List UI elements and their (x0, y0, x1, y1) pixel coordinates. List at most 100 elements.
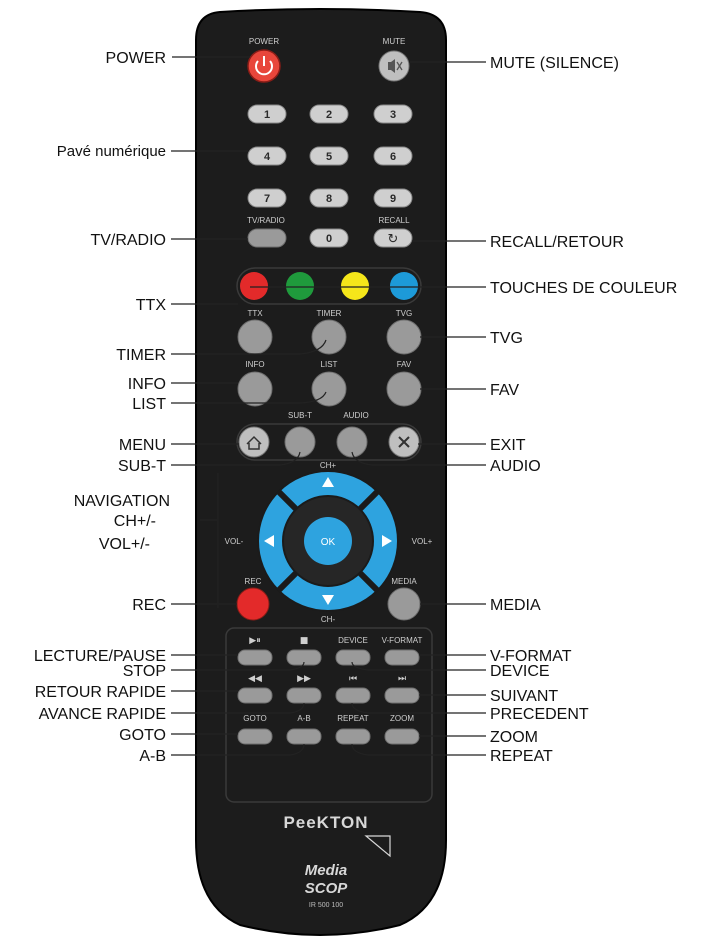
green-key[interactable] (286, 272, 314, 300)
ok-button[interactable]: OK (304, 517, 352, 565)
callout-list: LIST (132, 396, 166, 413)
yellow-key[interactable] (341, 272, 369, 300)
color-keys (236, 267, 422, 305)
number-key-5[interactable]: 5 (309, 146, 349, 166)
callout-v-format: V-FORMAT (490, 648, 572, 665)
sub-t-button[interactable] (284, 426, 316, 458)
callout-navigation-1: NAVIGATION (74, 493, 170, 510)
previous-icon: ⏮ (349, 674, 357, 684)
repeat-button[interactable] (335, 728, 371, 745)
exit-button[interactable] (388, 426, 420, 458)
ttx-label: TTX (247, 309, 263, 318)
stop-button[interactable] (286, 649, 322, 666)
play-pause-icon: ▶⏸ (249, 636, 260, 646)
repeat-label: REPEAT (337, 714, 369, 723)
brand-mark (364, 835, 391, 858)
number-key-0[interactable]: 0 (309, 228, 349, 248)
a-b-button[interactable] (286, 728, 322, 745)
callout-menu: MENU (119, 437, 166, 454)
mute-button[interactable] (378, 50, 410, 82)
callout-device: DEVICE (490, 663, 550, 680)
model-number: IR 500 100 (309, 902, 343, 909)
number-key-6[interactable]: 6 (373, 146, 413, 166)
recall-button[interactable]: ↻ (373, 228, 413, 248)
callout-repeat: REPEAT (490, 748, 553, 765)
tvg-label: TVG (396, 309, 412, 318)
info-button[interactable] (237, 371, 273, 407)
timer-button[interactable] (311, 319, 347, 355)
number-key-9[interactable]: 9 (373, 188, 413, 208)
callout-tv-radio: TV/RADIO (90, 232, 166, 249)
number-key-4[interactable]: 4 (247, 146, 287, 166)
mute-icon (388, 59, 403, 73)
zoom-button[interactable] (384, 728, 420, 745)
callout-goto: GOTO (119, 727, 166, 744)
recall-label: RECALL (378, 216, 410, 225)
goto-label: GOTO (243, 714, 266, 723)
ch-minus-label: CH- (321, 615, 336, 624)
callout-color-keys: TOUCHES DE COULEUR (490, 280, 677, 297)
callout-media: MEDIA (490, 597, 541, 614)
callout-tvg: TVG (490, 330, 523, 347)
svg-text:3: 3 (390, 109, 396, 121)
audio-button[interactable] (336, 426, 368, 458)
number-key-2[interactable]: 2 (309, 104, 349, 124)
power-label: POWER (249, 37, 279, 46)
mute-label: MUTE (383, 37, 406, 46)
rewind-button[interactable] (237, 687, 273, 704)
previous-button[interactable] (335, 687, 371, 704)
play-pause-button[interactable] (237, 649, 273, 666)
number-pad: 1 2 3 4 5 6 7 8 9 (247, 104, 413, 208)
svg-text:4: 4 (264, 151, 271, 163)
tv-radio-button[interactable] (247, 228, 287, 248)
callout-navigation-3: VOL+/- (99, 536, 150, 553)
media-scop-logo-line1: Media (305, 862, 348, 879)
ttx-button[interactable] (237, 319, 273, 355)
device-button[interactable] (335, 649, 371, 666)
up-arrow[interactable] (322, 477, 334, 487)
callout-rewind: RETOUR RAPIDE (35, 684, 166, 701)
callout-recall: RECALL/RETOUR (490, 234, 624, 251)
audio-label: AUDIO (343, 411, 368, 420)
power-button[interactable] (247, 49, 281, 83)
list-button[interactable] (311, 371, 347, 407)
menu-button[interactable] (238, 426, 270, 458)
media-button[interactable] (387, 587, 421, 621)
goto-button[interactable] (237, 728, 273, 745)
number-key-7[interactable]: 7 (247, 188, 287, 208)
ok-label: OK (321, 537, 336, 548)
menu-row-frame (236, 423, 422, 461)
number-key-1[interactable]: 1 (247, 104, 287, 124)
fav-label: FAV (397, 360, 412, 369)
svg-text:1: 1 (264, 109, 270, 121)
callout-navigation-2: CH+/- (114, 513, 156, 530)
number-key-3[interactable]: 3 (373, 104, 413, 124)
rec-button[interactable] (236, 587, 270, 621)
next-button[interactable] (384, 687, 420, 704)
callout-exit: EXIT (490, 437, 526, 454)
down-arrow[interactable] (322, 595, 334, 605)
media-control-panel (225, 627, 433, 803)
fav-button[interactable] (386, 371, 422, 407)
v-format-label: V-FORMAT (382, 636, 423, 645)
left-arrow[interactable] (264, 535, 274, 547)
navigation-pad: OK (257, 470, 399, 612)
power-icon (255, 56, 273, 76)
right-arrow[interactable] (382, 535, 392, 547)
home-icon (246, 435, 262, 450)
number-key-8[interactable]: 8 (309, 188, 349, 208)
red-key[interactable] (240, 272, 268, 300)
next-icon: ⏭ (398, 674, 406, 684)
media-scop-logo-line2: SCOP (305, 880, 349, 897)
leader-lines (171, 56, 486, 756)
callout-stop: STOP (123, 663, 166, 680)
blue-key[interactable] (390, 272, 418, 300)
fast-forward-button[interactable] (286, 687, 322, 704)
recall-icon: ↻ (388, 232, 399, 247)
tvg-button[interactable] (386, 319, 422, 355)
svg-text:0: 0 (326, 233, 332, 245)
svg-text:2: 2 (326, 109, 332, 121)
v-format-button[interactable] (384, 649, 420, 666)
callout-next: SUIVANT (490, 688, 558, 705)
